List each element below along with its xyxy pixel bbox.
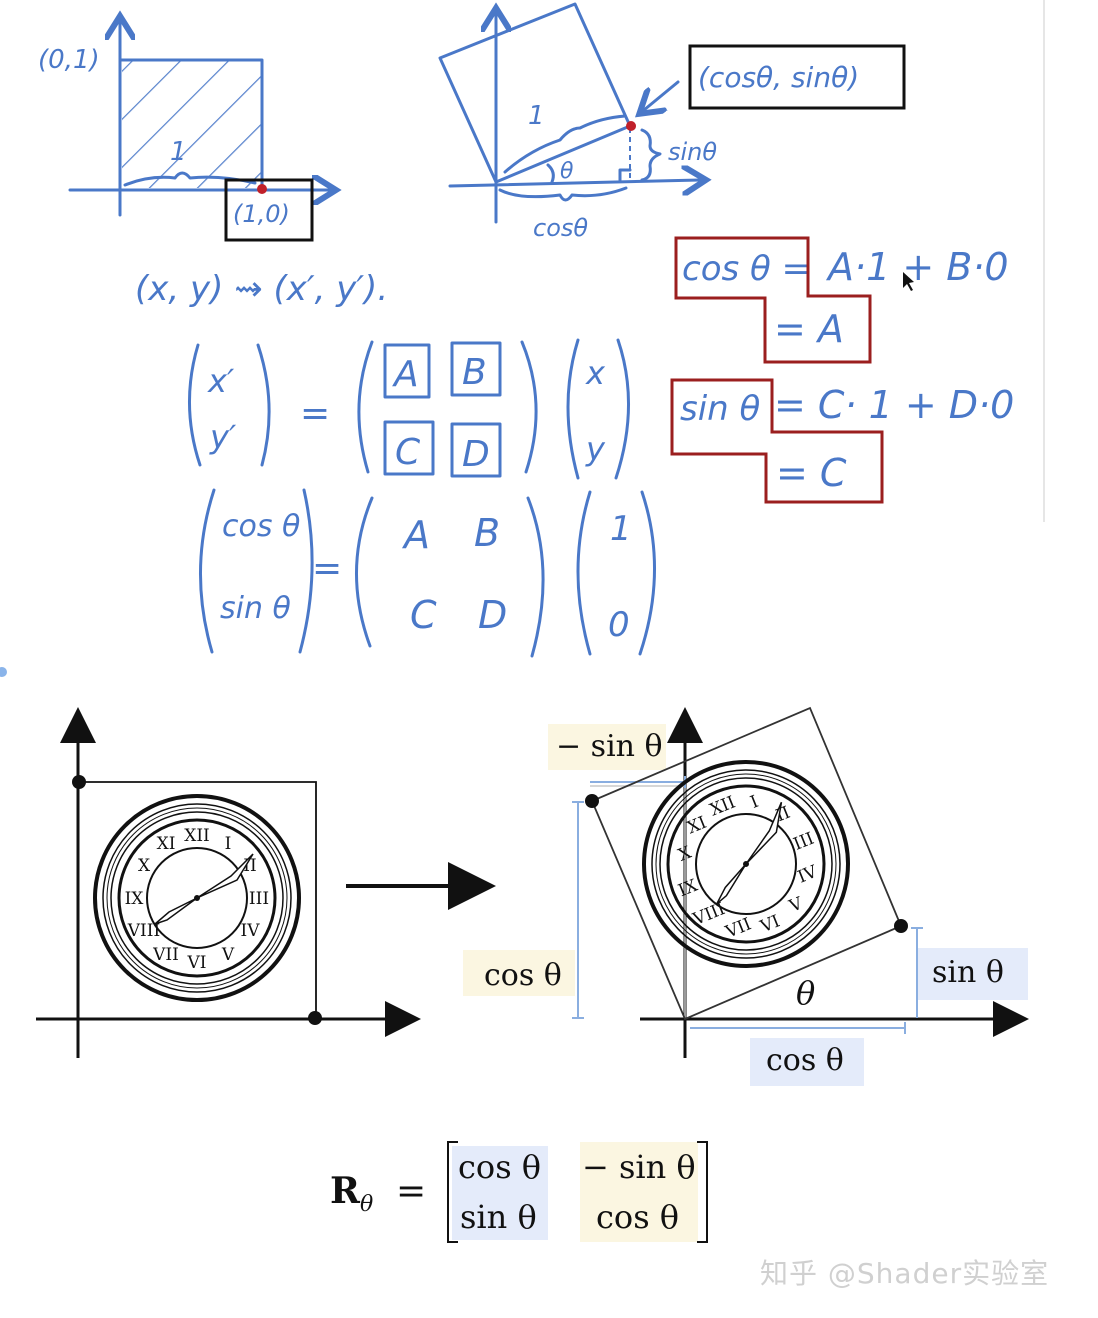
sin-theta-sketch-label: sinθ	[668, 138, 717, 166]
cos-theta-sketch-label: cosθ	[533, 214, 588, 242]
original-clock-figure	[36, 707, 421, 1058]
mouse-cursor-icon	[903, 272, 914, 291]
yellow-column-highlight	[580, 1142, 698, 1242]
theta-angle-label: θ	[796, 974, 815, 1012]
cos-left-label: cos θ	[484, 958, 562, 993]
eq1-m22: D	[462, 434, 490, 475]
eq2-m12: B	[474, 511, 500, 555]
formula-a12: − sin θ	[582, 1148, 696, 1186]
sin-right-label: sin θ	[932, 955, 1004, 990]
sin-right-highlight	[918, 948, 1028, 1000]
formula-a22: cos θ	[596, 1198, 679, 1236]
corner-right-label: (1,0)	[233, 200, 290, 228]
point-coord-label: (cosθ, sinθ)	[698, 61, 859, 94]
formula-R: R	[330, 1170, 361, 1212]
derivation-line2: = A	[774, 307, 844, 351]
eq1-equals: =	[300, 393, 330, 434]
derivation-line1-left: cos θ =	[682, 249, 810, 289]
rotated-square-sketch: 1 θ cosθ sinθ (cosθ, sinθ)	[438, 4, 906, 242]
eq2-equals: =	[312, 548, 342, 589]
clock-icon	[93, 794, 301, 1002]
rotation-matrix-formula: R θ = cos θ − sin θ sin θ cos θ	[330, 1141, 708, 1243]
derivation-line3-left: sin θ	[680, 389, 761, 429]
eq2-lhs-bottom: sin θ	[220, 591, 291, 626]
derivation-line3-right: = C· 1 + D·0	[774, 383, 1014, 427]
eq2-m21: C	[410, 593, 437, 637]
theta-label-sketch: θ	[560, 159, 574, 184]
matrix-equation-1: x′ y′ = A B C D x y	[188, 338, 630, 480]
eq2-m11: A	[401, 513, 430, 557]
eq2-rhs-top: 1	[610, 509, 632, 549]
derivation-line4: = C	[776, 451, 847, 495]
formula-a21: sin θ	[460, 1198, 537, 1236]
neg-sin-label: − sin θ	[556, 729, 663, 764]
derivation: cos θ = A·1 + B·0 = A sin θ = C· 1 + D·0…	[670, 236, 1014, 504]
eq1-lhs-bottom: y′	[209, 418, 237, 456]
formula-a11: cos θ	[458, 1148, 541, 1186]
cos-bottom-label: cos θ	[766, 1043, 844, 1078]
formula-sub: θ	[360, 1192, 373, 1217]
eq2-m22: D	[478, 593, 507, 637]
eq1-rhs-bottom: y	[585, 430, 606, 468]
cos-left-highlight	[463, 950, 575, 996]
corner-top-label: (0,1)	[38, 45, 100, 75]
eq1-m12: B	[462, 352, 487, 393]
blue-column-highlight	[452, 1146, 548, 1240]
unit-square-sketch: 1 (0,1) (1,0)	[38, 22, 330, 242]
eq1-lhs-top: x′	[207, 362, 235, 400]
matrix-equation-2: cos θ sin θ = A B C D 1 0	[198, 488, 656, 658]
neg-sin-highlight	[548, 724, 666, 770]
cos-bottom-highlight	[750, 1038, 864, 1086]
rotated-clock-icon	[611, 729, 881, 999]
rotated-side-label: 1	[528, 101, 545, 131]
formula-eq: =	[396, 1171, 426, 1212]
watermark: 知乎 @Shader实验室	[760, 1257, 1050, 1290]
eq1-rhs-top: x	[585, 354, 606, 392]
eq2-rhs-bottom: 0	[608, 605, 630, 645]
rotated-clock-figure: − sin θ cos θ sin θ cos θ θ	[463, 706, 1029, 1086]
eq1-m11: A	[392, 354, 419, 395]
unit-square-side-label: 1	[170, 137, 187, 167]
eq1-m21: C	[395, 432, 421, 473]
eq2-lhs-top: cos θ	[222, 509, 300, 544]
mapping-expression: (x, y) ⇝ (x′, y′).	[135, 269, 388, 309]
derivation-line1-right: A·1 + B·0	[825, 245, 1009, 289]
